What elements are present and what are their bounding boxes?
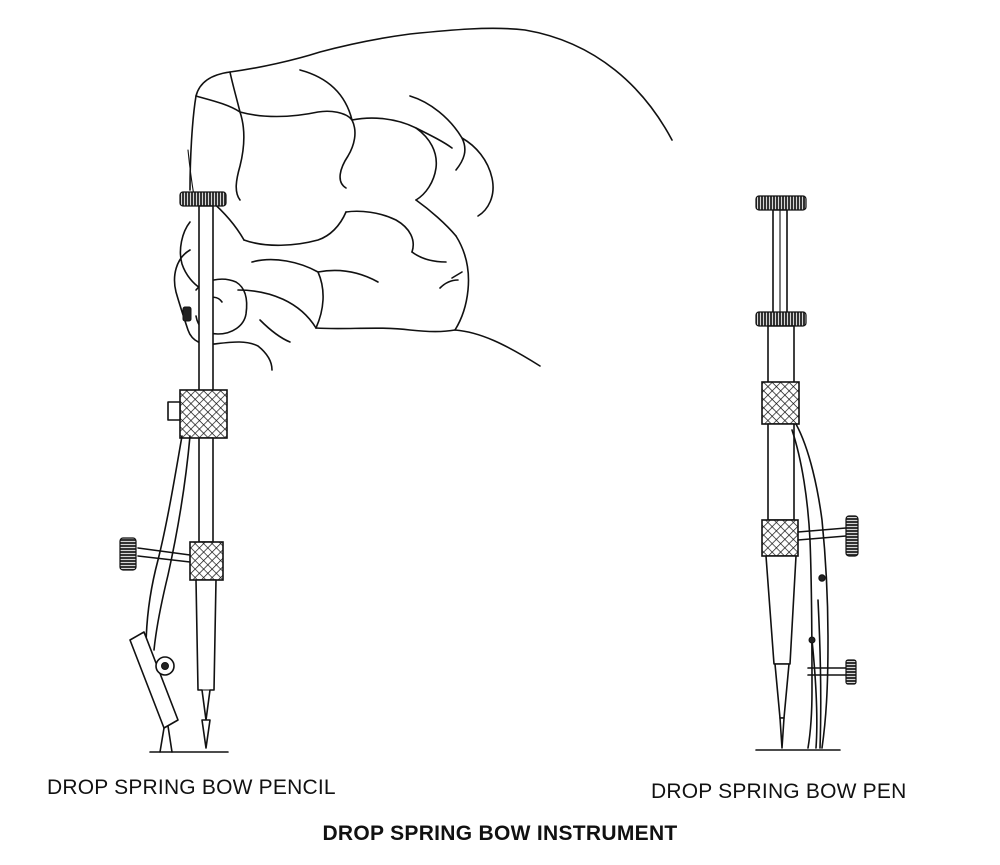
side-adjusting-screw <box>119 537 137 571</box>
top-adjusting-wheel <box>755 195 807 211</box>
pen-leg <box>765 555 797 665</box>
drop-spring-bow-pen <box>755 195 859 751</box>
top-adjusting-wheel <box>179 191 227 207</box>
hand-illustration <box>173 27 673 371</box>
figure-title: DROP SPRING BOW INSTRUMENT <box>322 822 678 845</box>
central-rod <box>198 205 214 393</box>
pencil-leg <box>195 579 217 721</box>
side-adjusting-screw <box>845 515 859 557</box>
pen-caption: DROP SPRING BOW PEN <box>651 780 907 803</box>
pencil-point <box>201 719 211 749</box>
side-screw <box>182 306 192 322</box>
pencil-caption: DROP SPRING BOW PENCIL <box>47 776 336 799</box>
lower-knurled-collar <box>189 541 224 581</box>
upper-knurled-collar <box>761 381 800 425</box>
lower-rod <box>198 437 214 543</box>
lower-knurled-collar <box>761 519 799 557</box>
second-adjusting-wheel <box>755 311 807 327</box>
collar-side-nub <box>167 401 181 421</box>
drop-spring-bow-pencil <box>119 27 673 753</box>
needle-holder <box>129 631 179 729</box>
pen-nib-screw <box>845 659 857 685</box>
upper-knurled-collar <box>179 389 228 439</box>
